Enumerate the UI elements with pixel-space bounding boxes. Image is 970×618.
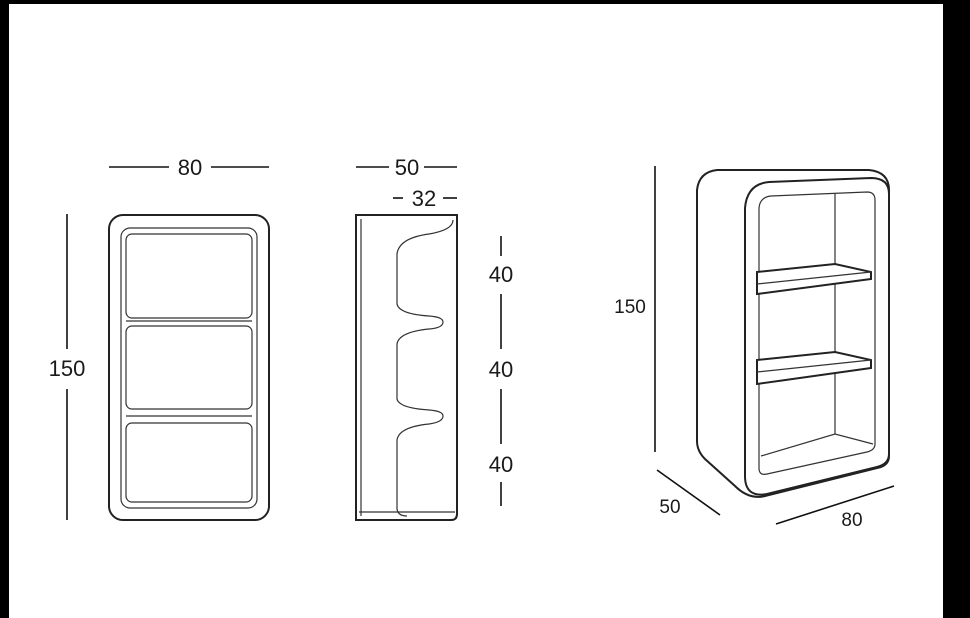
perspective-shelf-1-edge: [756, 271, 872, 285]
front-compartment-top: [125, 233, 253, 319]
perspective-height-label: 150: [614, 297, 646, 318]
technical-drawing: 80 150 50 32 40 40: [49, 155, 895, 531]
shelf-spacing-label-2: 40: [489, 357, 513, 382]
front-width-label: 80: [178, 155, 202, 180]
perspective-shelf-2-edge: [756, 359, 872, 373]
front-inner-frame: [120, 227, 258, 509]
front-view: 80 150: [49, 155, 270, 521]
perspective-view: 150 50 80: [614, 166, 895, 531]
perspective-depth-label: 50: [659, 497, 680, 518]
perspective-inner-opening: [758, 191, 876, 475]
side-depth-label: 50: [395, 155, 419, 180]
side-panel: [355, 214, 458, 521]
side-view: 50 32 40 40 40: [355, 155, 513, 521]
side-shelf-profile: [396, 219, 454, 517]
front-compartment-middle: [125, 325, 253, 410]
side-inner-depth-label: 32: [412, 186, 436, 211]
front-compartment-bottom: [125, 422, 253, 503]
shelf-spacing-label-1: 40: [489, 262, 513, 287]
perspective-depth-dim-line: [656, 469, 721, 516]
perspective-width-dim-line: [775, 485, 895, 525]
perspective-shelf-2: [756, 350, 872, 386]
perspective-bottom-inner: [760, 433, 874, 457]
front-height-label: 150: [49, 356, 86, 381]
perspective-width-label: 80: [841, 510, 862, 531]
drawing-canvas: 80 150 50 32 40 40: [9, 4, 943, 618]
shelf-spacing-label-3: 40: [489, 452, 513, 477]
perspective-shelf-1: [756, 262, 872, 296]
perspective-front-frame: [744, 176, 890, 496]
front-frame: [108, 214, 270, 521]
